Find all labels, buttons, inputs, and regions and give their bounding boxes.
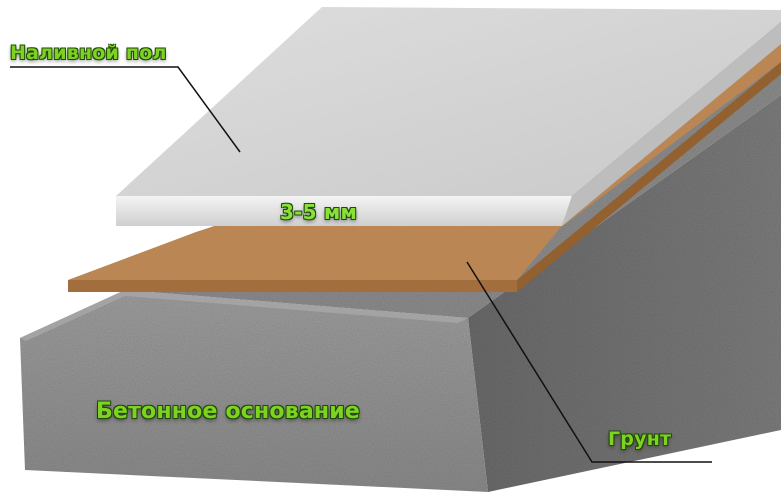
label-self-leveling-floor: Наливной пол (10, 42, 167, 64)
primer-front-edge (68, 280, 517, 292)
concrete-edge-highlight (20, 290, 468, 341)
primer-side-edge (517, 62, 781, 292)
label-primer: Грунт (608, 428, 672, 450)
concrete-front-face (20, 290, 488, 492)
floor-front-edge (116, 196, 572, 226)
floor-leader-line (10, 66, 241, 153)
floor-top-face (116, 7, 781, 196)
primer-leader-line (466, 261, 712, 463)
concrete-right-face (468, 95, 781, 492)
label-concrete-base: Бетонное основание (96, 399, 361, 424)
floor-side-edge (562, 22, 781, 226)
label-thickness: 3-5 мм (280, 200, 357, 224)
